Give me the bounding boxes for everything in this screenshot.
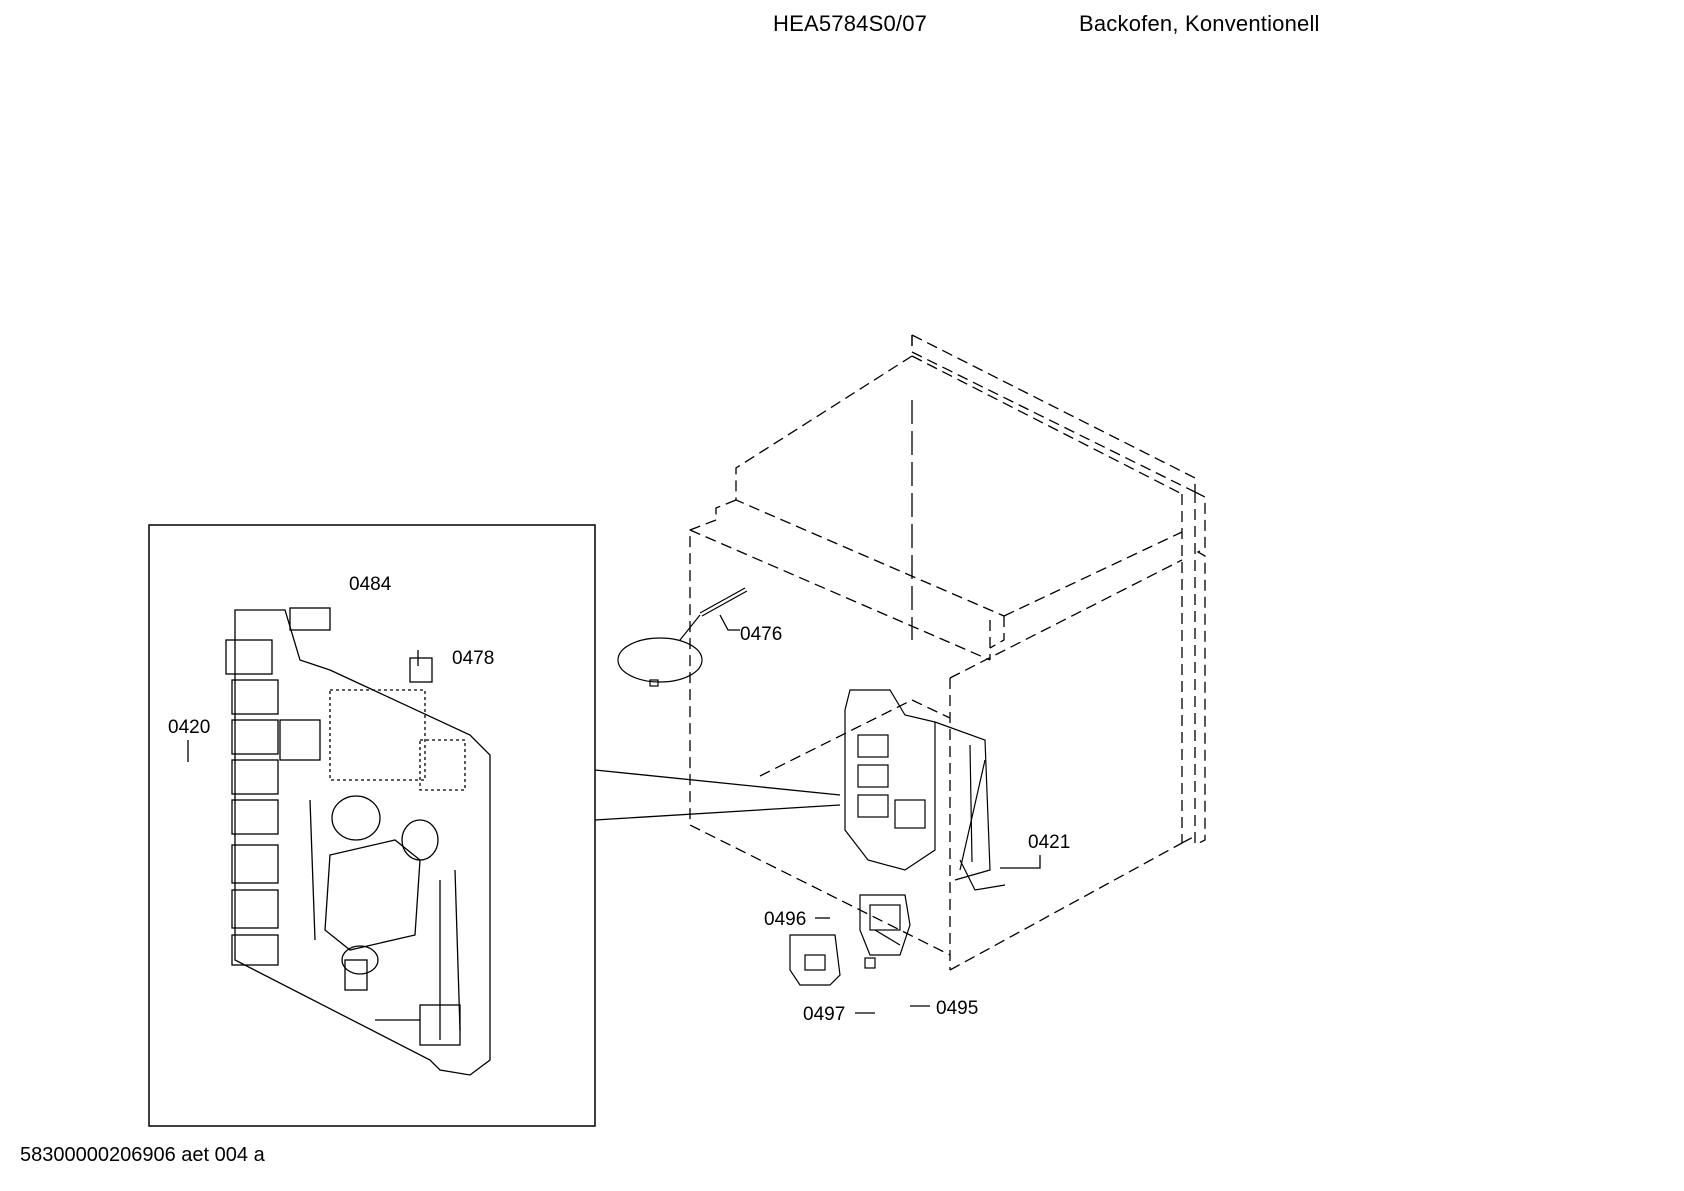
control-board-detail-0420 <box>225 607 491 1076</box>
document-id: 58300000206906 aet 004 a <box>20 1144 265 1166</box>
part-label-0476: 0476 <box>740 624 782 645</box>
socket-parts-0495-0497 <box>789 894 911 986</box>
model-number: HEA5784S0/07 <box>773 11 928 36</box>
detail-callout-lines <box>594 769 841 821</box>
part-label-0497: 0497 <box>803 1004 845 1025</box>
appliance-description: Backofen, Konventionell <box>1079 11 1320 36</box>
oven-housing-outline <box>689 334 1206 971</box>
leader-lines <box>187 614 1041 1014</box>
probe-sensor-0476 <box>617 587 748 687</box>
part-label-0421: 0421 <box>1028 832 1070 853</box>
part-label-0478: 0478 <box>452 648 494 669</box>
part-label-0420: 0420 <box>168 717 210 738</box>
part-label-0495: 0495 <box>936 998 978 1019</box>
control-module-in-housing <box>844 689 1006 891</box>
part-label-0496: 0496 <box>764 909 806 930</box>
detail-view-frame <box>148 524 596 1127</box>
part-label-0484: 0484 <box>349 574 392 595</box>
